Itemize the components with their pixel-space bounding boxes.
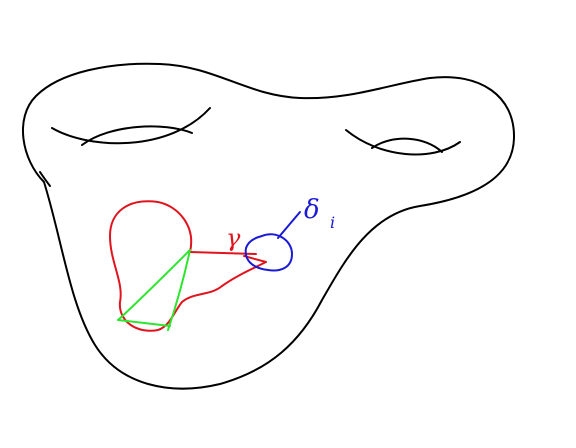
left-hole-lower	[81, 125, 193, 146]
right-hole-upper	[345, 129, 461, 156]
gamma-loop	[109, 200, 267, 332]
green-curve-left	[117, 249, 191, 321]
right-hole-lower	[371, 137, 443, 153]
green-curve-right	[167, 249, 191, 331]
delta-label: δ	[304, 195, 320, 225]
surface-edge-tick	[39, 171, 51, 187]
gamma-label: γ	[226, 224, 241, 252]
delta-subscript-label: i	[330, 213, 335, 232]
delta-pointer	[277, 211, 301, 239]
left-hole-upper	[51, 107, 211, 145]
surface-outline	[22, 62, 516, 390]
green-curve-bottom	[117, 319, 171, 327]
delta-circle	[244, 233, 293, 272]
